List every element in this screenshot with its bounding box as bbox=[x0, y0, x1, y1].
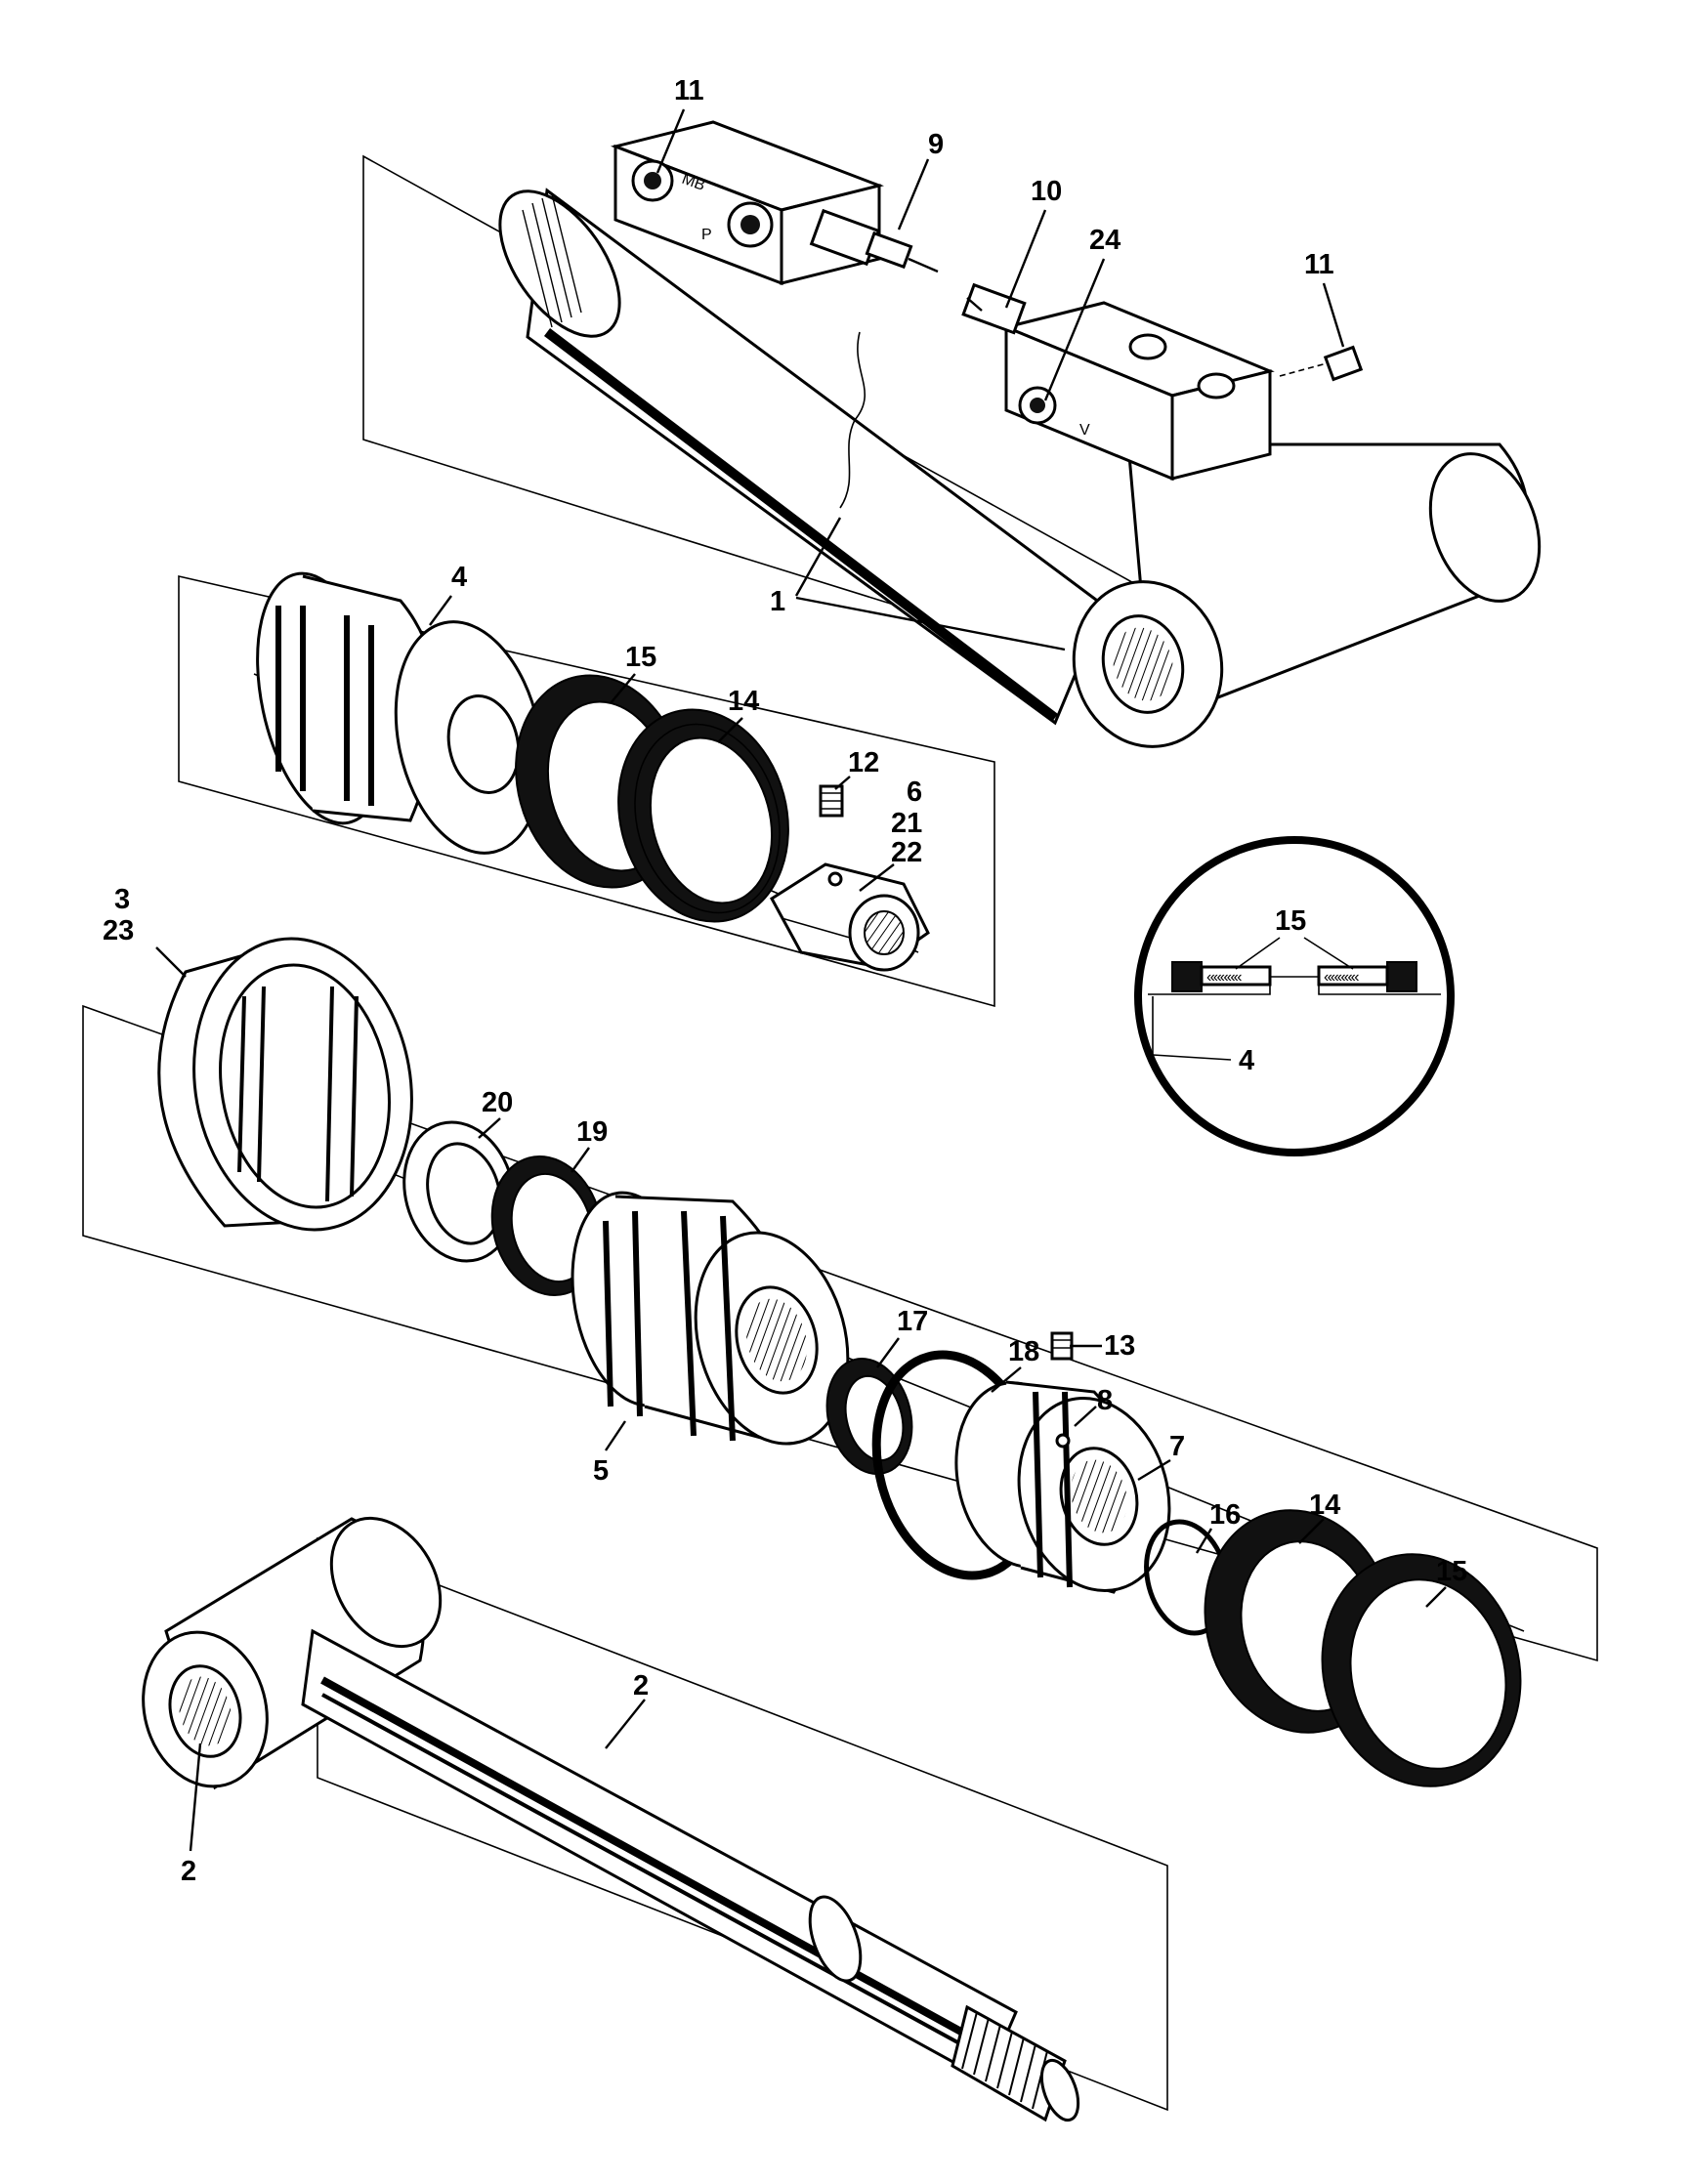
leader-lines bbox=[155, 108, 1447, 1852]
back-ring-20 bbox=[402, 1120, 516, 1263]
callout-15-top: 15 bbox=[625, 642, 656, 673]
rod-seal-14 bbox=[617, 708, 789, 923]
piston-rod-panel bbox=[142, 1516, 1168, 2122]
callout-16: 16 bbox=[1209, 1499, 1241, 1531]
callout-10: 10 bbox=[1031, 176, 1062, 207]
callout-23: 23 bbox=[103, 915, 134, 946]
callout-24: 24 bbox=[1089, 225, 1120, 256]
seal-detail-inset: ««««« ««««« bbox=[1134, 836, 1455, 1156]
piston-head-panel-outline bbox=[178, 574, 995, 1008]
bearing-housing-3 bbox=[157, 937, 413, 1232]
piston-panel bbox=[82, 937, 1598, 1787]
callout-20: 20 bbox=[482, 1087, 513, 1118]
barrel-assembly-panel: MB P V bbox=[362, 120, 1542, 748]
grub-screw-13 bbox=[1050, 1331, 1074, 1361]
callout-22: 22 bbox=[891, 837, 922, 868]
callout-2-rod: 2 bbox=[633, 1670, 649, 1701]
piston-rod-2 bbox=[142, 1516, 1080, 2122]
callout-3: 3 bbox=[114, 884, 130, 915]
callout-14-top: 14 bbox=[728, 686, 759, 717]
valve-block-9: MB P bbox=[611, 120, 939, 286]
valve-mark-v: V bbox=[1079, 422, 1090, 439]
callout-labels: 11 9 10 24 11 1 4 15 14 12 6 21 22 3 23 … bbox=[103, 75, 1467, 1887]
callout-18: 18 bbox=[1008, 1336, 1039, 1367]
piston-rod-panel-outline bbox=[317, 1536, 1168, 2112]
callout-2-eye: 2 bbox=[181, 1856, 196, 1887]
svg-text:«««««: ««««« bbox=[1206, 969, 1243, 986]
callout-12: 12 bbox=[848, 747, 879, 778]
callout-4-head: 4 bbox=[451, 562, 467, 593]
callout-19: 19 bbox=[576, 1116, 608, 1148]
callout-14-lower: 14 bbox=[1309, 1490, 1340, 1521]
piston-nut-6 bbox=[770, 862, 930, 972]
valve-block-10: V bbox=[961, 282, 1275, 482]
callout-15-lower: 15 bbox=[1436, 1556, 1467, 1587]
callout-21: 21 bbox=[891, 808, 922, 839]
piston-5 bbox=[571, 1191, 850, 1446]
svg-text:«««««: ««««« bbox=[1324, 969, 1360, 986]
callout-1: 1 bbox=[770, 586, 785, 617]
piston-head-panel bbox=[178, 571, 995, 1008]
plug-11 bbox=[1279, 345, 1364, 382]
valve-mark-p: P bbox=[701, 227, 712, 243]
callout-17: 17 bbox=[897, 1306, 928, 1337]
callout-6: 6 bbox=[907, 777, 922, 808]
callout-13: 13 bbox=[1104, 1330, 1135, 1362]
callout-5: 5 bbox=[593, 1455, 609, 1487]
callout-11-right: 11 bbox=[1304, 249, 1334, 280]
callout-4-detail: 4 bbox=[1239, 1045, 1254, 1076]
grub-screw-12 bbox=[819, 784, 844, 818]
callout-9: 9 bbox=[928, 129, 944, 160]
callout-7: 7 bbox=[1169, 1431, 1185, 1462]
cylinder-barrel bbox=[498, 188, 1106, 726]
cylinder-head-4 bbox=[256, 571, 544, 855]
wiper-seal-15-lower bbox=[1321, 1553, 1522, 1787]
callout-15-detail: 15 bbox=[1275, 905, 1306, 937]
piston-panel-outline bbox=[82, 1004, 1598, 1662]
callout-8: 8 bbox=[1097, 1385, 1113, 1416]
gland-7 bbox=[954, 1380, 1171, 1594]
callout-11-top: 11 bbox=[674, 75, 704, 106]
barrel-base-eye bbox=[1072, 442, 1542, 748]
